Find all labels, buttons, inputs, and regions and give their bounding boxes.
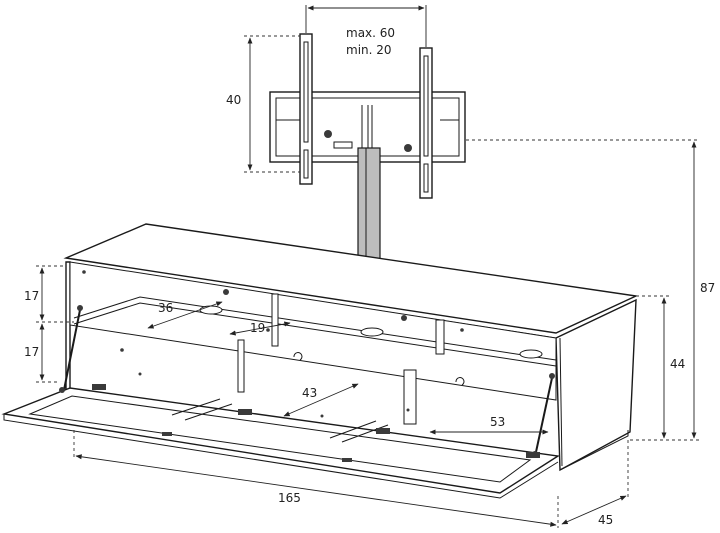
hinge-2 [238, 409, 252, 415]
mount-post [357, 147, 381, 273]
tv-mount [269, 33, 466, 273]
label-cabinet-height: 44 [670, 357, 685, 371]
label-inner-width-right: 53 [490, 415, 505, 429]
mount-rail-left [299, 33, 313, 185]
dim-shelf-heights: 17 17 [24, 265, 74, 383]
label-vesa-height: 40 [226, 93, 241, 107]
cable-hole-right [519, 349, 543, 359]
mount-knob-left [324, 130, 332, 138]
label-vesa-min: min. 20 [346, 43, 392, 57]
divider-lower-left [237, 339, 245, 393]
label-total-height: 87 [700, 281, 715, 295]
cable-hole-left [199, 305, 223, 315]
gas-strut-left [63, 309, 81, 391]
label-vesa-max: max. 60 [346, 26, 395, 40]
dim-inner-width-right: 53 [429, 415, 549, 435]
flap-panel [1, 387, 560, 494]
dim-inner-gap: 19 [229, 321, 291, 336]
dim-inner-width-mid: 43 [283, 383, 359, 417]
dim-depth-top: 36 [147, 301, 223, 329]
divider-lower-right [403, 369, 417, 425]
mount-knob-right [404, 144, 412, 152]
dimensions: max. 60 min. 20 40 87 44 [24, 5, 715, 528]
dim-cabinet-height: 44 [636, 295, 685, 439]
dim-vesa-height: 40 [226, 35, 300, 173]
label-shelf-lower: 17 [24, 345, 39, 359]
dim-vesa-width: max. 60 min. 20 [305, 5, 427, 57]
dim-total-height: 87 [466, 139, 715, 441]
cable-hole-mid [360, 327, 384, 337]
gas-strut-right [535, 377, 553, 453]
dim-total-width: 165 [73, 430, 559, 528]
cabinet-right-side [555, 298, 637, 472]
label-total-width: 165 [278, 491, 301, 505]
dim-cabinet-depth: 45 [561, 440, 629, 527]
label-cabinet-depth: 45 [598, 513, 613, 527]
divider-top-middle [271, 293, 279, 347]
label-inner-width-mid: 43 [302, 386, 317, 400]
mount-rail-right [419, 47, 433, 199]
label-depth-top: 36 [158, 301, 173, 315]
label-shelf-upper: 17 [24, 289, 39, 303]
hinge-1 [92, 384, 106, 390]
cabinet [63, 223, 639, 472]
hinge-3 [376, 428, 390, 434]
label-inner-gap: 19 [250, 321, 265, 335]
